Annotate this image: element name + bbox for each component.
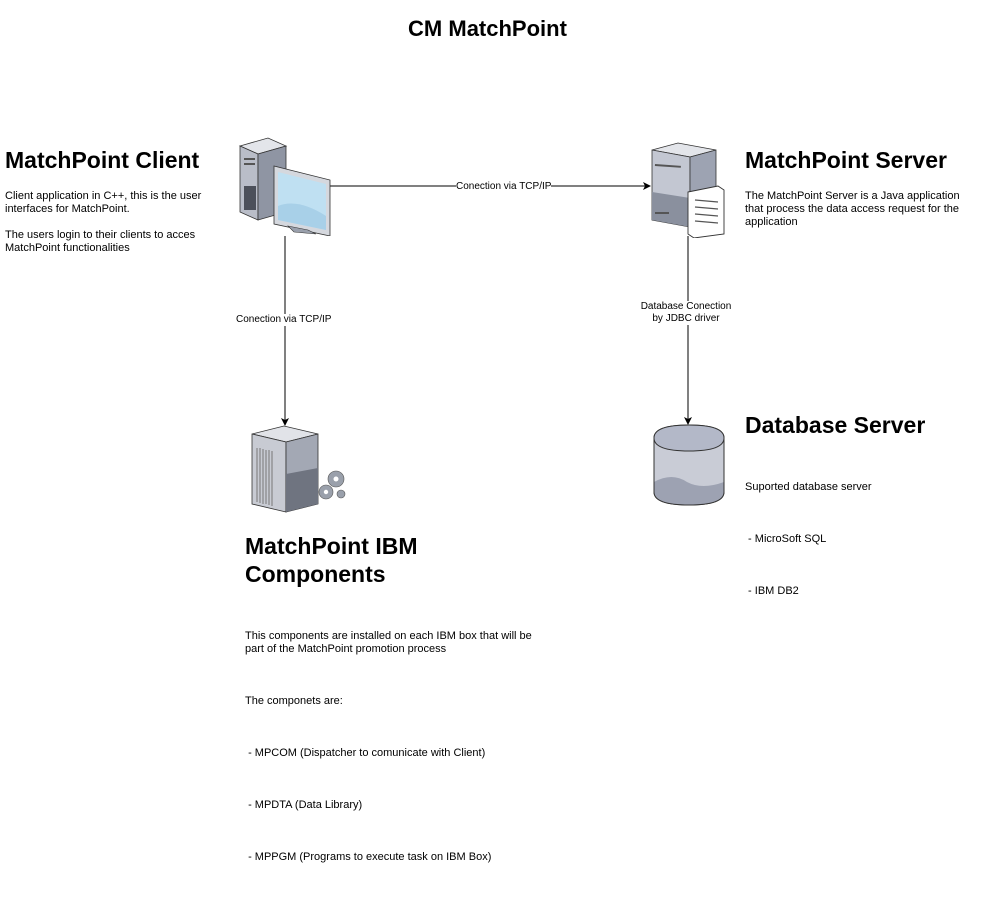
database-list-item: - MicroSoft SQL xyxy=(745,533,827,545)
client-paragraph: The users login to their clients to acce… xyxy=(5,229,196,254)
database-heading: Database Server xyxy=(745,412,926,438)
ibm-paragraph: This components are installed on each IB… xyxy=(245,630,535,655)
edge-label-client-server: Conection via TCP/IP xyxy=(456,181,552,193)
database-description: Suported database server - MicroSoft SQL… xyxy=(745,455,970,637)
client-description: Client application in C++, this is the u… xyxy=(5,190,230,255)
edge-label-client-ibm: Conection via TCP/IP xyxy=(236,314,332,326)
edge-label-line-2: by JDBC driver xyxy=(652,313,720,324)
ibm-list-item: - MPPGM (Programs to execute task on IBM… xyxy=(245,851,492,863)
edge-label-server-database: Database Conection by JDBC driver xyxy=(636,301,736,325)
ibm-description: This components are installed on each IB… xyxy=(245,604,535,903)
server-heading: MatchPoint Server xyxy=(745,147,947,173)
application-server-icon[interactable] xyxy=(650,142,726,238)
edge-label-line-1: Database Conection xyxy=(640,301,732,312)
database-description-block: Database Server Suported database server… xyxy=(745,411,970,637)
server-paragraph: The MatchPoint Server is a Java applicat… xyxy=(745,190,960,228)
desktop-computer-icon[interactable] xyxy=(238,136,332,236)
database-paragraph: Suported database server xyxy=(745,481,872,493)
ibm-description-block: MatchPoint IBM Components This component… xyxy=(245,532,535,903)
server-description-block: MatchPoint Server The MatchPoint Server … xyxy=(745,146,970,242)
diagram-title: CM MatchPoint xyxy=(408,16,567,41)
server-with-gears-icon[interactable] xyxy=(250,424,350,514)
ibm-list-item: - MPCOM (Dispatcher to comunicate with C… xyxy=(245,747,486,759)
database-list-item: - IBM DB2 xyxy=(745,585,799,597)
client-description-block: MatchPoint Client Client application in … xyxy=(5,146,230,268)
client-heading: MatchPoint Client xyxy=(5,147,200,173)
ibm-heading: MatchPoint IBM Components xyxy=(245,533,418,587)
ibm-paragraph: The componets are: xyxy=(245,695,343,707)
server-description: The MatchPoint Server is a Java applicat… xyxy=(745,190,970,229)
client-paragraph: Client application in C++, this is the u… xyxy=(5,190,202,215)
ibm-list-item: - MPDTA (Data Library) xyxy=(245,799,363,811)
database-cylinder-icon[interactable] xyxy=(652,424,726,508)
